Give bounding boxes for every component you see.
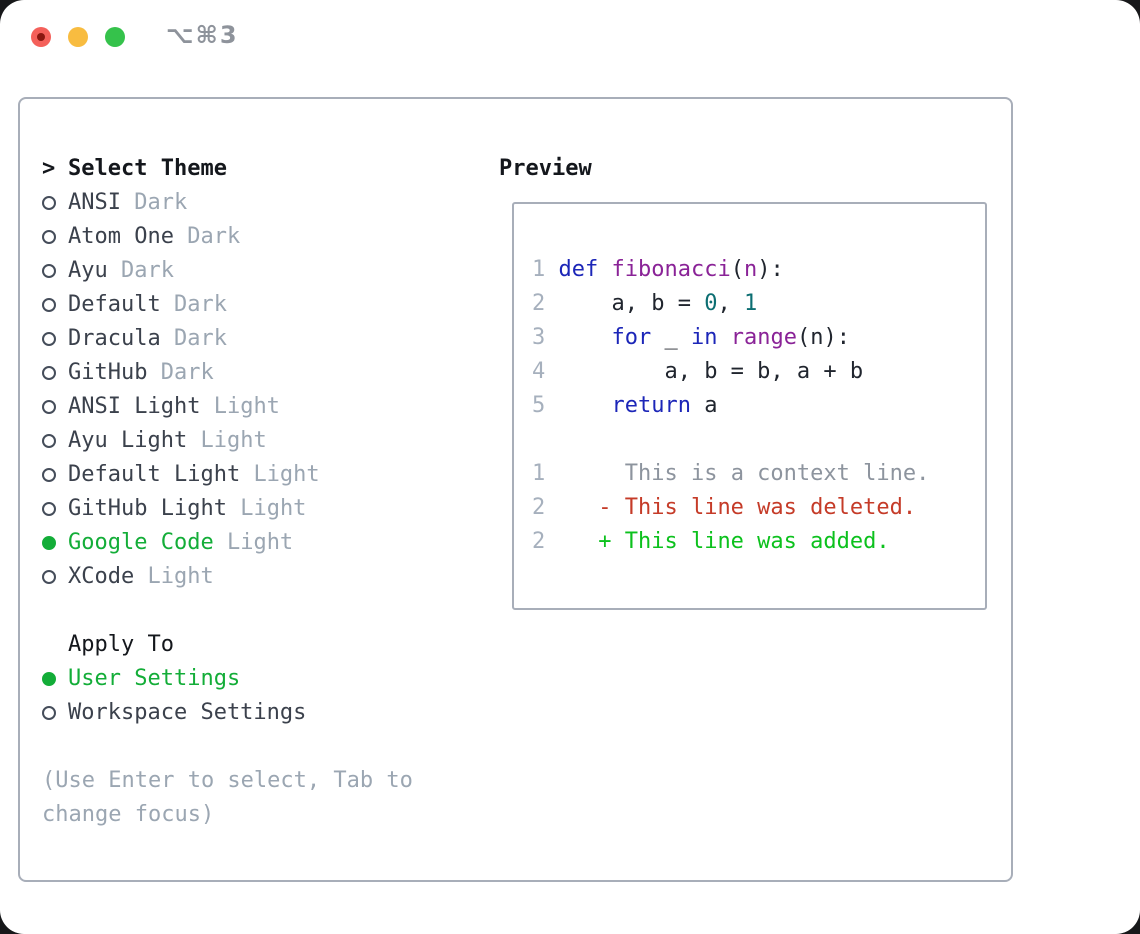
- option-variant-label: Dark: [134, 190, 188, 215]
- option-variant-label: Dark: [121, 258, 174, 283]
- preview-title: Preview: [499, 156, 592, 181]
- zoom-window-button[interactable]: [105, 27, 125, 47]
- radio-unselected-icon: [42, 424, 68, 458]
- option-label: Workspace Settings: [68, 700, 307, 725]
- focus-caret-icon: >: [42, 156, 56, 181]
- apply-to-title: Apply To: [68, 632, 174, 657]
- theme-option[interactable]: Ayu Dark: [42, 254, 413, 288]
- theme-option[interactable]: ANSI Light Light: [42, 390, 413, 424]
- option-label: Dracula Dark: [68, 326, 227, 351]
- option-variant-label: Light: [147, 564, 214, 589]
- code-line: 5 return a: [532, 393, 718, 418]
- apply-to-header-row: Apply To: [42, 628, 413, 662]
- radio-unselected-icon: [42, 254, 68, 288]
- code-line: 2 - This line was deleted.: [532, 495, 917, 520]
- close-window-button[interactable]: [31, 27, 51, 47]
- radio-unselected-icon: [42, 492, 68, 526]
- hint-line-1: (Use Enter to select, Tab to: [42, 768, 413, 793]
- radio-unselected-icon: [42, 186, 68, 220]
- option-variant-label: Dark: [160, 360, 214, 385]
- option-label: User Settings: [68, 666, 241, 691]
- option-label: GitHub Light Light: [68, 496, 307, 521]
- option-label: Default Dark: [68, 292, 227, 317]
- minimize-window-button[interactable]: [68, 27, 88, 47]
- theme-option[interactable]: Atom One Dark: [42, 220, 413, 254]
- option-variant-label: Dark: [173, 292, 227, 317]
- option-variant-label: Light: [213, 394, 280, 419]
- code-line: 2 a, b = 0, 1: [532, 291, 758, 316]
- radio-unselected-icon: [42, 560, 68, 594]
- code-line: 1 def fibonacci(n):: [532, 257, 784, 282]
- hint-line-2: change focus): [42, 802, 215, 827]
- option-label: XCode Light: [68, 564, 214, 589]
- option-variant-label: Light: [226, 530, 294, 555]
- theme-option[interactable]: GitHub Dark: [42, 356, 413, 390]
- apply-to-option[interactable]: Workspace Settings: [42, 696, 413, 730]
- option-variant-label: Light: [253, 462, 320, 487]
- preview-code-box: 1 def fibonacci(n): 2 a, b = 0, 1 3 for _ …: [512, 202, 987, 610]
- theme-list-title: Select Theme: [68, 156, 227, 181]
- theme-option[interactable]: XCode Light: [42, 560, 413, 594]
- apply-to-marker: [42, 628, 68, 662]
- option-label: Ayu Dark: [68, 258, 174, 283]
- theme-option[interactable]: Ayu Light Light: [42, 424, 413, 458]
- option-label: Atom One Dark: [68, 224, 241, 249]
- code-line: 3 for _ in range(n):: [532, 325, 850, 350]
- radio-unselected-icon: [42, 356, 68, 390]
- option-label: Google Code Light: [68, 530, 294, 555]
- code-line: 1 This is a context line.: [532, 461, 930, 486]
- spacer: [42, 594, 413, 628]
- radio-selected-icon: [42, 662, 68, 696]
- option-label: GitHub Dark: [68, 360, 214, 385]
- option-variant-label: Light: [200, 428, 267, 453]
- close-button-dot-icon: [37, 33, 45, 41]
- code-lines-container: 1 def fibonacci(n): 2 a, b = 0, 1 3 for _ …: [532, 253, 985, 559]
- theme-option[interactable]: GitHub Light Light: [42, 492, 413, 526]
- theme-option[interactable]: Default Light Light: [42, 458, 413, 492]
- option-variant-label: Dark: [173, 326, 227, 351]
- radio-unselected-icon: [42, 696, 68, 730]
- theme-option[interactable]: ANSI Dark: [42, 186, 413, 220]
- apply-to-option[interactable]: User Settings: [42, 662, 413, 696]
- option-label: ANSI Light Light: [68, 394, 280, 419]
- theme-option[interactable]: Default Dark: [42, 288, 413, 322]
- radio-unselected-icon: [42, 390, 68, 424]
- window-title: ⌥⌘3: [166, 21, 239, 49]
- option-label: ANSI Dark: [68, 190, 188, 215]
- option-label: Default Light Light: [68, 462, 320, 487]
- theme-option[interactable]: Google Code Light: [42, 526, 413, 560]
- theme-list-header-row: > Select Theme: [42, 152, 413, 186]
- code-line: 4 a, b = b, a + b: [532, 359, 864, 384]
- spacer: [42, 730, 413, 764]
- titlebar: ⌥⌘3: [0, 0, 1140, 74]
- option-variant-label: Light: [240, 496, 307, 521]
- option-variant-label: Dark: [187, 224, 241, 249]
- radio-unselected-icon: [42, 322, 68, 356]
- blank-line: [532, 423, 985, 457]
- radio-unselected-icon: [42, 220, 68, 254]
- radio-unselected-icon: [42, 288, 68, 322]
- radio-unselected-icon: [42, 458, 68, 492]
- theme-option[interactable]: Dracula Dark: [42, 322, 413, 356]
- radio-selected-icon: [42, 526, 68, 560]
- option-label: Ayu Light Light: [68, 428, 267, 453]
- code-line: 2 + This line was added.: [532, 529, 890, 554]
